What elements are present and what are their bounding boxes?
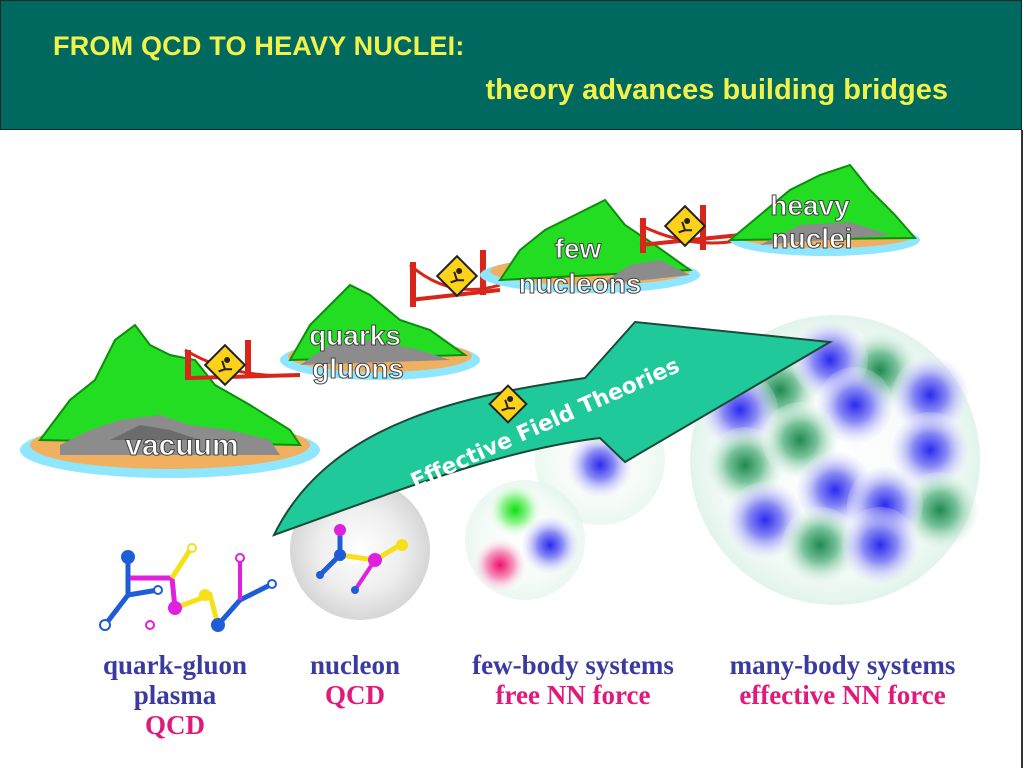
caption-few-body: few-body systems free NN force: [448, 650, 698, 710]
construction-sign-icon: [435, 254, 479, 298]
many-body-nucleus: [690, 315, 980, 605]
slide-subtitle: theory advances building bridges: [485, 74, 949, 106]
island-heavy-nuclei: [727, 163, 920, 256]
quark-gluon-plasma-diagram: [99, 543, 277, 632]
caption-nucleon-line2: QCD: [325, 680, 385, 710]
island-label-nucleons: nucleons: [519, 268, 642, 299]
slide-border: [1021, 130, 1023, 768]
island-mountain: [38, 323, 302, 447]
construction-sign-icon: [203, 343, 247, 387]
caption-few-line2: free NN force: [495, 680, 651, 710]
island-label-nuclei: nuclei: [772, 223, 853, 254]
island-vacuum: [20, 323, 320, 478]
caption-nucleon-line1: nucleon: [309, 650, 401, 680]
island-label-vacuum: vacuum: [125, 429, 238, 462]
slide-title: FROM QCD TO HEAVY NUCLEI:: [53, 31, 465, 61]
caption-qgp-line1: quark-gluon: [102, 650, 248, 680]
island-label-gluons: gluons: [312, 353, 404, 384]
caption-qgp-line3: QCD: [145, 710, 205, 740]
caption-few-line1: few-body systems: [472, 650, 674, 680]
island-label-few: few: [555, 233, 602, 264]
island-few-nucleons: [480, 198, 700, 293]
slide-header: FROM QCD TO HEAVY NUCLEI: theory advance…: [0, 0, 1022, 130]
construction-sign-icon: [488, 384, 528, 424]
island-label-heavy: heavy: [770, 190, 850, 221]
caption-qgp-line2: plasma: [133, 680, 217, 710]
island-rock-shadow: [110, 425, 200, 440]
caption-nucleon: nucleon QCD: [290, 650, 420, 710]
caption-many-line2: effective NN force: [739, 680, 946, 710]
construction-sign-icon: [663, 204, 707, 248]
island-quarks-gluons: [280, 283, 480, 380]
caption-many-body: many-body systems effective NN force: [705, 650, 980, 710]
eft-arrow: [272, 320, 834, 537]
island-label-quarks: quarks: [309, 320, 401, 351]
caption-many-line1: many-body systems: [729, 650, 956, 680]
caption-quark-gluon-plasma: quark-gluon plasma QCD: [85, 650, 265, 740]
